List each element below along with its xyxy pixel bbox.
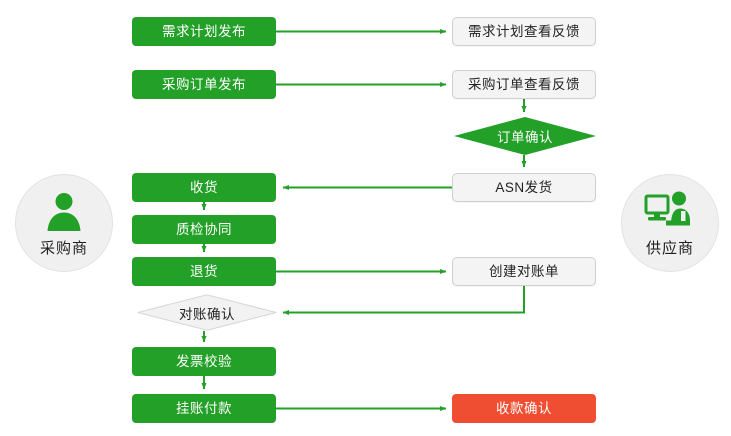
node-po-feedback-label: 采购订单查看反馈	[468, 76, 580, 92]
node-create-statement[interactable]: 创建对账单	[452, 257, 596, 286]
node-statement-confirm-label: 对账确认	[179, 306, 235, 322]
role-supplier: 供应商	[621, 174, 719, 272]
node-payable-payment[interactable]: 挂账付款	[132, 394, 276, 423]
edge-create-statement-to-statement-confirm	[282, 286, 525, 316]
node-statement-confirm[interactable]: 对账确认	[137, 294, 277, 331]
person-at-computer-icon	[644, 189, 696, 233]
person-icon	[43, 189, 85, 233]
node-quality-collab-label: 质检协同	[176, 221, 232, 237]
node-receipt-confirm-label: 收款确认	[496, 400, 552, 416]
node-asn-shipment-label: ASN发货	[495, 179, 553, 195]
role-buyer: 采购商	[15, 174, 113, 272]
node-payable-payment-label: 挂账付款	[176, 400, 232, 416]
node-order-confirm[interactable]: 订单确认	[454, 117, 596, 155]
node-create-statement-label: 创建对账单	[489, 263, 559, 279]
node-asn-shipment[interactable]: ASN发货	[452, 173, 596, 202]
node-receipt-confirm[interactable]: 收款确认	[452, 394, 596, 423]
node-po-publish-label: 采购订单发布	[162, 76, 246, 92]
node-return-goods-label: 退货	[190, 263, 218, 279]
node-receiving[interactable]: 收货	[132, 173, 276, 202]
node-demand-plan-feedback[interactable]: 需求计划查看反馈	[452, 17, 596, 46]
node-order-confirm-label: 订单确认	[497, 130, 553, 145]
node-demand-plan-publish[interactable]: 需求计划发布	[132, 17, 276, 46]
node-return-goods[interactable]: 退货	[132, 257, 276, 286]
node-demand-plan-feedback-label: 需求计划查看反馈	[468, 23, 580, 39]
node-po-feedback[interactable]: 采购订单查看反馈	[452, 70, 596, 99]
node-quality-collab[interactable]: 质检协同	[132, 215, 276, 244]
node-po-publish[interactable]: 采购订单发布	[132, 70, 276, 99]
node-receiving-label: 收货	[190, 179, 218, 195]
role-buyer-label: 采购商	[39, 240, 88, 257]
role-supplier-label: 供应商	[645, 240, 694, 257]
node-invoice-verify[interactable]: 发票校验	[132, 347, 276, 376]
node-invoice-verify-label: 发票校验	[176, 353, 232, 369]
node-demand-plan-publish-label: 需求计划发布	[162, 23, 246, 39]
